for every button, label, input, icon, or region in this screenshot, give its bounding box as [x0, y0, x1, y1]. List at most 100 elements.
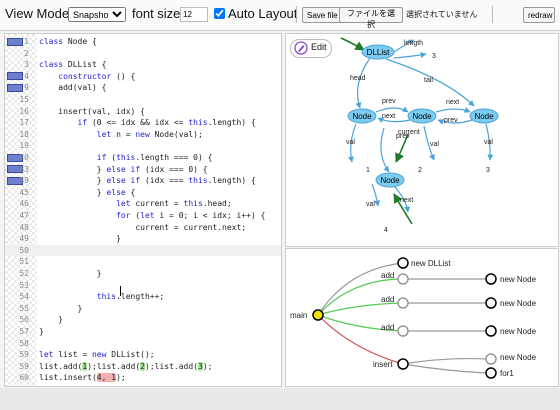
edge-head [355, 57, 371, 109]
folded-code-badge[interactable] [7, 153, 23, 162]
edge-next1 [375, 106, 409, 113]
folded-code-badge[interactable] [7, 72, 23, 81]
call-node-new-dllist[interactable] [397, 257, 409, 269]
call-node-add-1[interactable] [397, 273, 409, 285]
line-number: 59 [19, 350, 29, 360]
code-line[interactable]: 39 } else if (idx === this.length) { [5, 175, 281, 186]
line-number: 3 [24, 60, 29, 70]
code-line[interactable]: 15 [5, 94, 281, 105]
code-line[interactable]: 57} [5, 326, 281, 337]
code-text: if (this.length === 0) { [96, 153, 213, 162]
edge-next4 [393, 185, 411, 213]
call-node-new-node-2[interactable] [485, 297, 497, 309]
edge-main-newdllist [317, 262, 404, 316]
redraw-button[interactable]: redraw [523, 7, 555, 23]
value-length: 3 [432, 53, 436, 60]
code-text: } [39, 269, 102, 278]
code-line[interactable]: 16 insert(val, idx) { [5, 106, 281, 117]
call-node-new-node-4[interactable] [485, 353, 497, 365]
node-dllist-label: DLList [367, 48, 390, 57]
node-d-label: Node [380, 176, 400, 185]
font-size-input[interactable] [180, 7, 208, 22]
call-node-add-3[interactable] [397, 325, 409, 337]
code-line[interactable]: 52 } [5, 268, 281, 279]
code-line[interactable]: 17 if (0 <= idx && idx <= this.length) { [5, 117, 281, 128]
edge-tail [385, 58, 475, 107]
code-line[interactable]: 55 } [5, 303, 281, 314]
code-line[interactable]: 49 } [5, 233, 281, 244]
folded-code-badge[interactable] [7, 165, 23, 174]
code-line[interactable]: 2 [5, 48, 281, 59]
line-number: 17 [19, 118, 29, 128]
code-line[interactable]: 50 [5, 244, 281, 256]
line-number: 46 [19, 199, 29, 209]
code-line[interactable]: 58 [5, 338, 281, 349]
auto-layout-label: Auto Layout [228, 6, 298, 21]
toolbar: View Mode: Snapshot font size: Auto Layo… [0, 0, 560, 31]
pencil-icon [294, 41, 308, 55]
font-size-label: font size: [132, 6, 185, 21]
auto-layout-checkbox[interactable] [214, 8, 225, 19]
view-mode-select[interactable]: Snapshot [68, 7, 126, 22]
code-line[interactable]: 54 this.length++; [5, 291, 281, 302]
save-file-button[interactable]: Save file [302, 7, 343, 23]
line-number: 50 [19, 245, 29, 255]
line-number: 49 [19, 234, 29, 244]
code-line[interactable]: 59 let list = new DLList(); [5, 349, 281, 360]
code-line[interactable]: 47 for (let i = 0; i < idx; i++) { [5, 210, 281, 221]
label-next4: next [400, 197, 413, 204]
call-label-add-2: add [381, 295, 394, 304]
folded-code-badge[interactable] [7, 83, 23, 92]
code-text: add(val) { [39, 83, 107, 93]
call-label-new-dllist: new DLList [411, 259, 451, 268]
call-tree-panel: main new DLList add add add insert new N… [285, 248, 559, 387]
label-val4: val [366, 201, 375, 208]
code-line[interactable]: 48 current = current.next; [5, 222, 281, 233]
bottom-bar [0, 388, 560, 410]
edge-main-insert [317, 314, 404, 365]
code-text: let list = new DLList(); [39, 350, 155, 360]
node-d [375, 172, 405, 188]
code-line[interactable]: 4 constructor () { [5, 71, 281, 82]
code-text: if (0 <= idx && idx <= this.length) { [77, 118, 256, 128]
code-line[interactable]: 53 [5, 280, 281, 291]
value-4: 4 [384, 227, 388, 234]
call-label-add-1: add [381, 271, 394, 280]
code-line[interactable]: 45 } else { [5, 187, 281, 198]
code-line[interactable]: 51 [5, 256, 281, 267]
call-node-new-node-3[interactable] [485, 325, 497, 337]
code-line[interactable]: 19 [5, 140, 281, 151]
code-line[interactable]: 46 let current = this.head; [5, 198, 281, 209]
edge-insert-newnode [402, 357, 487, 365]
call-node-for[interactable] [485, 367, 497, 379]
label-current: current [398, 129, 420, 136]
call-node-new-node-1[interactable] [485, 273, 497, 285]
label-next2: next [446, 99, 459, 106]
code-line[interactable]: 18 let n = new Node(val); [5, 129, 281, 140]
code-text: } else if (idx === 0) { [39, 164, 208, 174]
call-node-main[interactable] [312, 309, 324, 321]
edit-button[interactable]: Edit [290, 39, 332, 58]
call-label-new-node-2: new Node [500, 299, 537, 308]
code-line[interactable]: 33 } else if (idx === 0) { [5, 164, 281, 175]
choose-file-button[interactable]: ファイルを選択 [339, 7, 403, 29]
folded-code-badge[interactable] [7, 37, 23, 46]
folded-code-badge[interactable] [7, 176, 23, 185]
call-node-add-2[interactable] [397, 297, 409, 309]
toolbar-divider [492, 6, 493, 23]
call-node-insert[interactable] [397, 358, 409, 370]
code-text: this.length++; [96, 292, 165, 302]
call-label-new-node-3: new Node [500, 327, 537, 336]
line-number: 59 [19, 361, 29, 371]
code-line[interactable]: 9 add(val) { [5, 82, 281, 93]
code-text: } [39, 303, 83, 313]
value-2: 2 [418, 167, 422, 174]
code-line[interactable]: 56 } [5, 314, 281, 325]
code-text: for (let i = 0; i < idx; i++) { [116, 211, 266, 220]
code-line[interactable]: 20 if (this.length === 0) { [5, 152, 281, 163]
